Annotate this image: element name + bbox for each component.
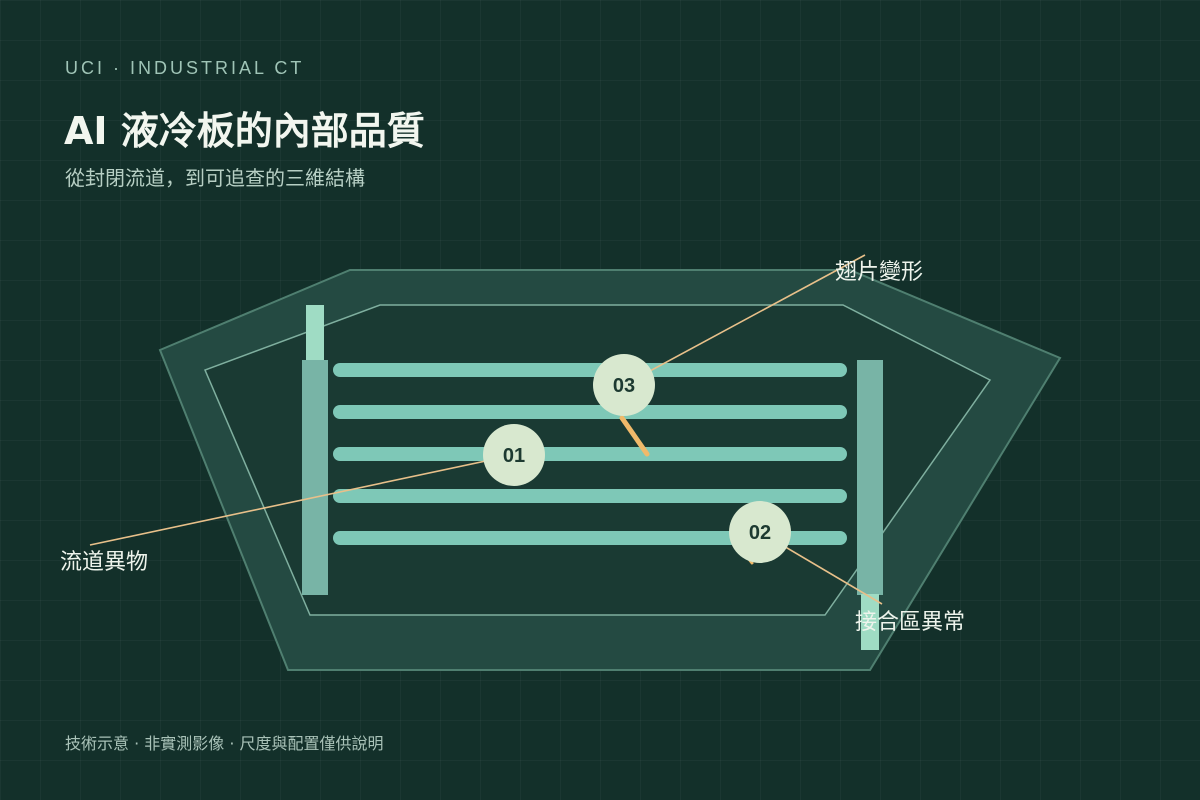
outlet-port <box>861 594 879 650</box>
leader-line-01 <box>89 454 515 546</box>
left-manifold <box>302 360 328 595</box>
right-manifold <box>857 360 883 595</box>
inlet-port <box>306 305 324 361</box>
marker-02[interactable]: 02 <box>729 501 791 563</box>
marker-circle <box>729 501 791 563</box>
marker-01[interactable]: 01 <box>483 424 545 486</box>
footer-disclaimer: 技術示意 · 非實測影像 · 尺度與配置僅供說明 <box>65 734 384 753</box>
eyebrow-label: UCI · INDUSTRIAL CT <box>65 58 305 78</box>
marker-number-01: 01 <box>503 445 525 467</box>
leader-line-03 <box>623 254 866 386</box>
callout-label-debris: 流道異物 <box>60 550 148 575</box>
callout-label-fin: 翅片變形 <box>835 260 923 285</box>
marker-circle <box>593 354 655 416</box>
marker-circle <box>483 424 545 486</box>
marker-number-03: 03 <box>613 375 635 397</box>
marker-number-02: 02 <box>749 522 771 544</box>
page-title: AI 液冷板的內部品質 <box>64 109 425 153</box>
channel-group <box>333 363 847 545</box>
marker-03[interactable]: 03 <box>593 354 655 416</box>
fin-deformation-mark <box>619 415 650 457</box>
callout-label-joint: 接合區異常 <box>855 610 965 635</box>
page-subtitle: 從封閉流道，到可追查的三維結構 <box>65 166 365 190</box>
